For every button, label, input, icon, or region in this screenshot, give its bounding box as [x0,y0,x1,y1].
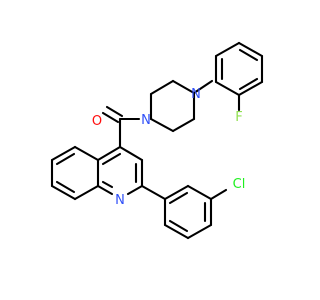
bond-pip-3 [171,79,196,95]
bond-q-c4a-c4 [96,145,122,162]
atom-label-oxygen: O [92,114,102,129]
bond-fp-6 [214,80,241,97]
bond-q-n1-c8a [96,184,114,196]
bond-c-cl [209,188,228,201]
bond-q-c5-c6-i [55,152,76,166]
bond-q-c4a-c5 [73,145,100,162]
structure-canvas: O N N N F Cl [50,41,264,240]
atom-label-nitrogen-piperazine-4: N [191,87,201,102]
bond-q-c2-n1 [126,184,144,196]
atom-label-nitrogen-piperazine-1: N [141,113,151,128]
atom-labels: O N N N F Cl [92,87,245,208]
bonds [50,41,264,240]
bond-cp-4 [186,223,213,240]
bond-fp-3i [238,48,259,62]
atom-label-chlorine: Cl [233,177,246,192]
bond-carbonyl-co-b [105,105,124,118]
bond-n-aryl [192,79,214,95]
bond-cp-2 [186,184,213,201]
bond-carbonyl-co-a [101,111,120,124]
bond-q-c4a-c4-i [101,152,122,166]
bond-fp-3 [237,41,264,58]
bond-pip-5 [171,117,196,133]
bond-cp-5 [163,223,190,240]
bond-q-n1-c8a-i [101,180,114,189]
atom-label-fluorine: F [235,110,242,125]
bond-q-c5-c6 [50,145,77,162]
bond-c2-aryl [140,184,167,201]
atom-label-nitrogen-quinoline: N [115,193,125,208]
bond-q-c7-c8-i [55,180,76,194]
bond-q-c4-c3 [118,145,144,162]
bond-cp-1 [163,184,190,201]
bond-fp-5i [238,77,259,91]
bond-pip-2 [149,79,175,96]
bond-fp-2 [214,41,241,58]
bond-q-c7-c8 [50,184,77,201]
molecule-structure: O N N N F Cl [50,41,264,240]
bond-q-c8-c8a [73,184,100,201]
bond-cp-1i [168,191,189,205]
bond-pip-6 [149,117,175,133]
bond-fp-5 [237,80,264,97]
bond-cp-5i [168,219,189,233]
